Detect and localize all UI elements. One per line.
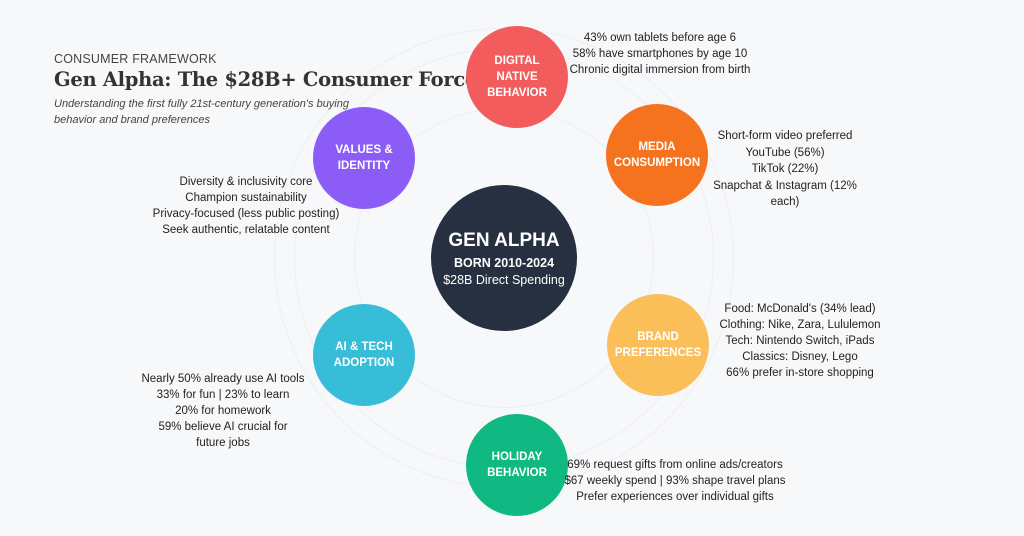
- node-media-consumption: MEDIA CONSUMPTION: [606, 104, 708, 206]
- fact: each): [770, 196, 800, 208]
- facts-media: Short-form video preferred YouTube (56%)…: [700, 128, 870, 211]
- fact: Tech: Nintendo Switch, iPads: [725, 335, 875, 347]
- fact: Champion sustainability: [185, 192, 307, 204]
- fact: Privacy-focused (less public posting): [152, 208, 340, 220]
- node-label: PREFERENCES: [614, 347, 702, 359]
- fact: Diversity & inclusivity core: [179, 176, 313, 188]
- fact: future jobs: [196, 437, 250, 449]
- fact: 69% request gifts from online ads/creato…: [567, 459, 783, 471]
- fact: Snapchat & Instagram (12%: [713, 179, 857, 192]
- node-values-identity: VALUES & IDENTITY: [313, 107, 415, 209]
- fact: Classics: Disney, Lego: [742, 351, 858, 363]
- node-label: AI & TECH: [335, 341, 393, 353]
- node-label: HOLIDAY: [491, 451, 543, 463]
- page-title: Gen Alpha: The $28B+ Consumer Force: [54, 68, 477, 91]
- fact: Prefer experiences over individual gifts: [576, 491, 774, 503]
- fact: Chronic digital immersion from birth: [569, 64, 751, 76]
- fact: 20% for homework: [175, 405, 271, 417]
- center-born: BORN 2010-2024: [453, 255, 555, 270]
- fact: 58% have smartphones by age 10: [572, 48, 748, 60]
- node-ai-tech-adoption: AI & TECH ADOPTION: [313, 304, 415, 406]
- center-title: GEN ALPHA: [448, 229, 560, 251]
- node-label: ADOPTION: [333, 357, 395, 369]
- fact: TikTok (22%): [751, 163, 819, 175]
- node-label: NATIVE: [496, 71, 538, 83]
- eyebrow-label: CONSUMER FRAMEWORK: [54, 52, 217, 66]
- center-node: GEN ALPHA BORN 2010-2024 $28B Direct Spe…: [431, 185, 577, 331]
- fact: 43% own tablets before age 6: [583, 32, 737, 44]
- facts-digital: 43% own tablets before age 6 58% have sm…: [560, 30, 760, 78]
- node-label: IDENTITY: [337, 160, 391, 172]
- fact: Food: McDonald's (34% lead): [724, 303, 876, 315]
- node-brand-preferences: BRAND PREFERENCES: [607, 294, 709, 396]
- fact: 33% for fun | 23% to learn: [156, 389, 290, 401]
- node-digital-native-behavior: DIGITAL NATIVE BEHAVIOR: [466, 26, 568, 128]
- page-subtitle: Understanding the first fully 21st-centu…: [54, 98, 349, 126]
- node-label: CONSUMPTION: [613, 157, 701, 169]
- fact: Clothing: Nike, Zara, Lululemon: [719, 319, 881, 331]
- fact: Seek authentic, relatable content: [162, 224, 330, 236]
- node-label: VALUES &: [335, 144, 393, 156]
- facts-holiday: 69% request gifts from online ads/creato…: [560, 457, 790, 505]
- node-label: BEHAVIOR: [487, 467, 547, 479]
- fact: Short-form video preferred: [717, 130, 853, 142]
- node-label: BEHAVIOR: [487, 87, 547, 99]
- node-holiday-behavior: HOLIDAY BEHAVIOR: [466, 414, 568, 516]
- node-label: DIGITAL: [494, 55, 540, 67]
- facts-values: Diversity & inclusivity core Champion su…: [136, 174, 356, 238]
- fact: 59% believe AI crucial for: [158, 421, 288, 433]
- center-spending: $28B Direct Spending: [443, 272, 565, 287]
- fact: $67 weekly spend | 93% shape travel plan…: [564, 475, 786, 487]
- facts-brand: Food: McDonald's (34% lead) Clothing: Ni…: [710, 301, 890, 381]
- facts-ai: Nearly 50% already use AI tools 33% for …: [133, 371, 313, 451]
- node-label: BRAND: [637, 331, 679, 343]
- fact: Nearly 50% already use AI tools: [141, 373, 305, 385]
- node-label: MEDIA: [638, 141, 676, 153]
- fact: YouTube (56%): [745, 146, 825, 159]
- fact: 66% prefer in-store shopping: [726, 367, 874, 379]
